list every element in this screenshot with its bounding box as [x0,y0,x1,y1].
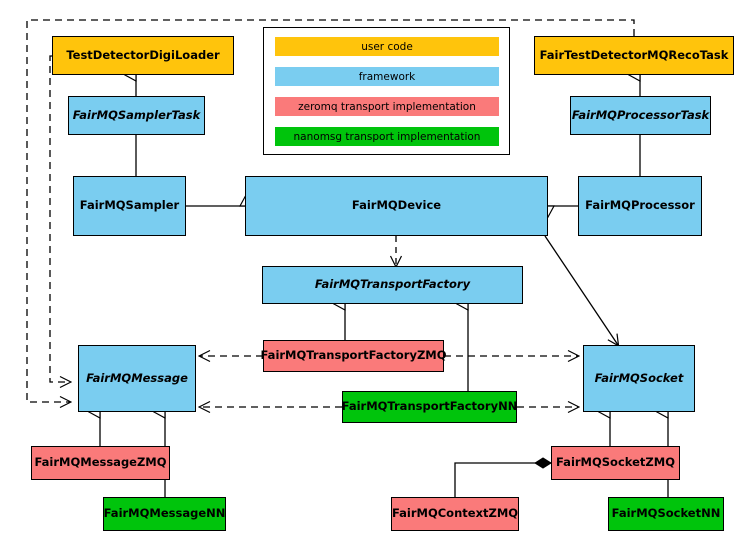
class-node-label: FairMQMessageZMQ [34,455,167,470]
class-node-FairMQSampler[interactable]: FairMQSampler [73,176,186,236]
class-node-FairMQSamplerTask[interactable]: FairMQSamplerTask [68,96,205,135]
class-node-FairTestDetectorMQRecoTask[interactable]: FairTestDetectorMQRecoTask [534,36,734,75]
class-node-label: FairMQContextZMQ [391,506,519,521]
class-node-FairMQProcessorTask[interactable]: FairMQProcessorTask [570,96,711,135]
class-node-label: FairMQProcessorTask [571,107,710,122]
legend-item-framework: framework [275,67,499,86]
class-node-label: FairTestDetectorMQRecoTask [539,47,729,62]
class-node-FairMQSocketNN[interactable]: FairMQSocketNN [608,497,724,531]
class-node-label: FairMQTransportFactoryZMQ [260,348,447,363]
edge-digiloader-to-message-path [49,55,70,382]
class-node-FairMQDevice[interactable]: FairMQDevice [245,176,548,236]
class-node-FairMQMessageZMQ[interactable]: FairMQMessageZMQ [31,446,170,480]
class-node-label: FairMQSocketZMQ [556,455,675,470]
class-node-FairMQSocket[interactable]: FairMQSocket [583,345,695,412]
legend-item-zeromq: zeromq transport implementation [275,97,499,116]
class-node-label: TestDetectorDigiLoader [66,47,220,62]
class-node-FairMQProcessor[interactable]: FairMQProcessor [578,176,702,236]
class-node-FairMQSocketZMQ[interactable]: FairMQSocketZMQ [551,446,680,480]
legend-item-user-code: user code [275,37,499,56]
class-node-FairMQContextZMQ[interactable]: FairMQContextZMQ [391,497,519,531]
class-node-label: FairMQSampler [79,198,180,213]
class-node-label: FairMQSocketNN [611,506,721,521]
class-node-FairMQMessageNN[interactable]: FairMQMessageNN [103,497,226,531]
class-node-FairMQTransportFactoryZMQ[interactable]: FairMQTransportFactoryZMQ [260,340,447,372]
class-node-FairMQTransportFactory[interactable]: FairMQTransportFactory [262,266,523,304]
edge-socketzmq-composition-contextzmq [454,457,552,497]
class-node-TestDetectorDigiLoader[interactable]: TestDetectorDigiLoader [52,36,234,75]
class-node-label: FairMQProcessor [585,198,695,213]
class-node-FairMQMessage[interactable]: FairMQMessage [78,345,196,412]
class-node-label: FairMQDevice [351,198,442,213]
class-node-label: FairMQSocket [594,370,684,385]
legend-item-nanomsg: nanomsg transport implementation [275,127,499,146]
class-node-label: FairMQTransportFactoryNN [341,399,518,414]
edge-device-to-socket [544,235,618,345]
class-node-label: FairMQMessage [86,370,188,385]
class-node-label: FairMQMessageNN [103,506,226,521]
legend-panel: user code framework zeromq transport imp… [263,27,510,155]
class-node-FairMQTransportFactoryNN[interactable]: FairMQTransportFactoryNN [342,391,517,423]
class-node-label: FairMQSamplerTask [72,107,201,122]
class-node-label: FairMQTransportFactory [314,277,471,292]
